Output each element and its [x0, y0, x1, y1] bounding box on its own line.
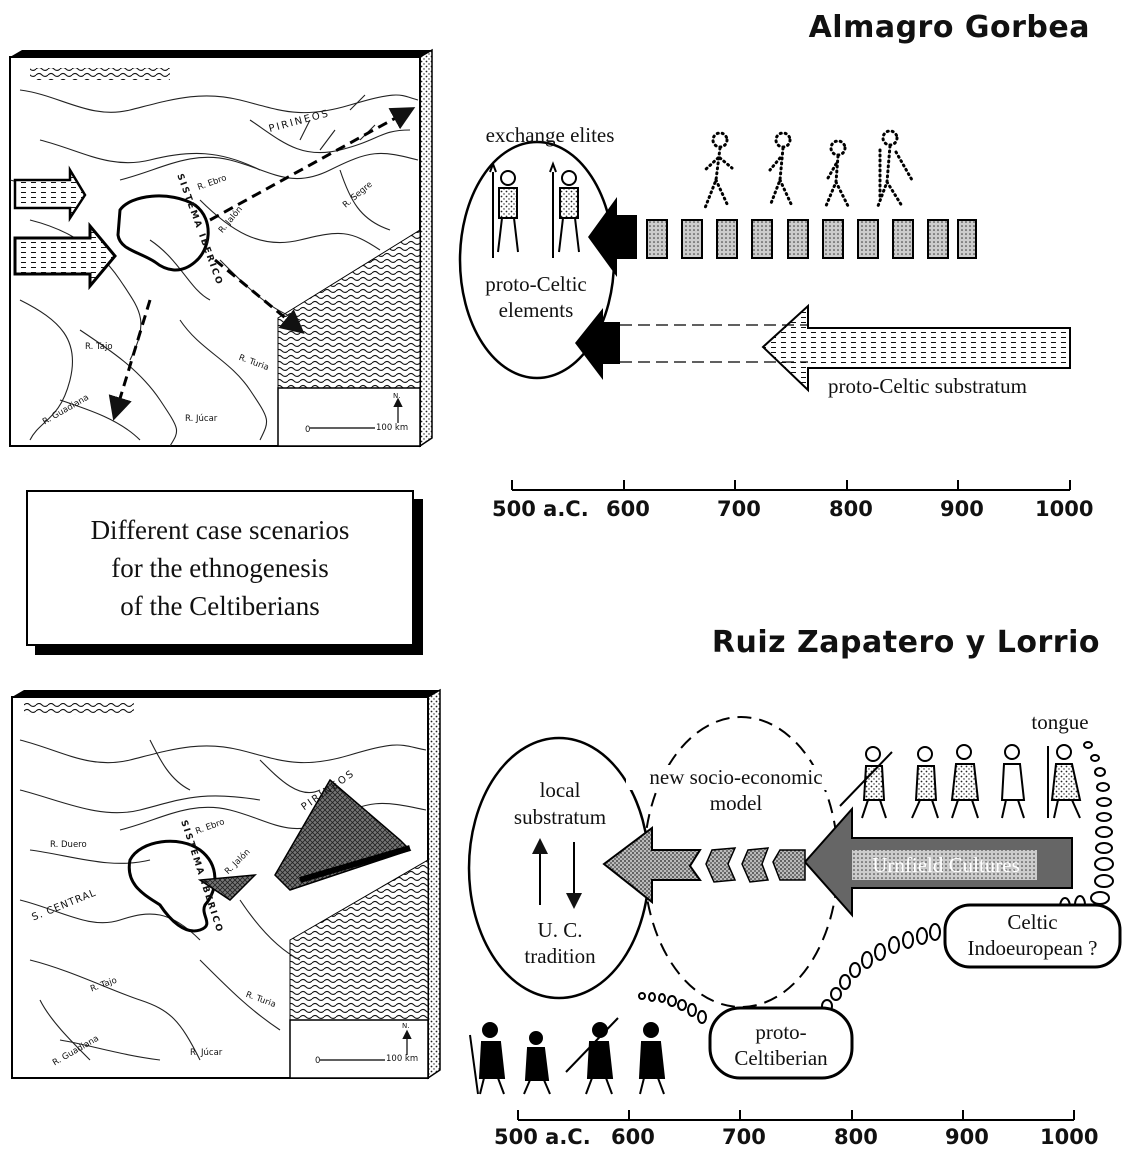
- label-uc: U. C.: [537, 918, 583, 942]
- axis-tick-label: 700: [717, 497, 761, 521]
- celtic-box: [943, 903, 1122, 969]
- label-celtiberian: Celtiberian: [734, 1046, 828, 1070]
- map-scale-zero: 0: [305, 425, 311, 435]
- map-north: N.: [393, 392, 401, 400]
- warrior-figure: [489, 161, 519, 258]
- label-proto: proto-: [755, 1020, 807, 1044]
- label-indoeuropean: Indoeuropean ?: [967, 936, 1098, 960]
- elite-arrow: [588, 197, 637, 277]
- label-model: model: [709, 791, 763, 815]
- bottom-heading: Ruiz Zapatero y Lorrio: [711, 625, 1100, 660]
- bottom-timeline: [517, 1110, 1075, 1121]
- label-substratum: substratum: [513, 805, 607, 829]
- label-proto-celtic: proto-Celtic: [485, 272, 587, 296]
- map-label-jucar: R. Júcar: [185, 414, 218, 424]
- bottom-map: [11, 688, 441, 1080]
- label-socio-economic: new socio-economic: [626, 765, 846, 790]
- top-map: [9, 48, 433, 448]
- caption-line: of the Celtiberians: [120, 591, 320, 621]
- warrior-figure: [549, 161, 580, 258]
- label-urnfield: Urnfield Cultures: [872, 853, 1020, 877]
- label-local: local: [539, 778, 581, 802]
- label-substratum: proto-Celtic substratum: [828, 374, 1027, 398]
- caption-line: for the ethnogenesis: [111, 553, 329, 583]
- axis-tick-label: 800: [829, 497, 873, 521]
- dotted-figures: [703, 129, 914, 210]
- proto-celtiberian-box: [708, 1006, 854, 1080]
- label-exchange-elites: exchange elites: [485, 123, 615, 147]
- caption-box: Different case scenarios for the ethnoge…: [26, 490, 414, 646]
- map-label-jucar: R. Júcar: [190, 1048, 223, 1058]
- bottom-map-rivers: [19, 739, 427, 1061]
- label-celtic: Celtic: [1007, 910, 1058, 934]
- top-map-rivers: [9, 89, 419, 447]
- map-scale-zero: 0: [315, 1056, 321, 1066]
- axis-tick-label: 700: [722, 1125, 766, 1149]
- axis-tick-label: 500 a.C.: [492, 497, 589, 521]
- caption-line: Different case scenarios: [90, 515, 350, 545]
- axis-tick-label: 900: [940, 497, 984, 521]
- axis-tick-label: 800: [834, 1125, 878, 1149]
- label-tongue: tongue: [1015, 710, 1105, 735]
- map-label-duero: R. Duero: [50, 840, 87, 850]
- bottom-diagram: [467, 716, 1122, 1121]
- top-heading: Almagro Gorbea: [808, 10, 1090, 45]
- substratum-arrow: [761, 303, 1071, 393]
- transition-arrow: [602, 826, 702, 905]
- axis-tick-label: 900: [945, 1125, 989, 1149]
- map-scale: 100 km: [386, 1054, 419, 1064]
- axis-tick-label: 1000: [1035, 497, 1094, 521]
- black-figures: [469, 1017, 666, 1095]
- map-north: N.: [402, 1022, 410, 1030]
- map-scale: 100 km: [376, 423, 409, 433]
- top-diagram: [458, 129, 1071, 491]
- migration-blocks: [646, 219, 977, 259]
- axis-tick-label: 500 a.C.: [494, 1125, 591, 1149]
- label-tradition: tradition: [524, 944, 596, 968]
- label-elements: elements: [498, 298, 574, 322]
- map-label-tajo: R. Tajo: [85, 342, 113, 352]
- top-timeline: [511, 480, 1071, 491]
- axis-tick-label: 600: [611, 1125, 655, 1149]
- substratum-arrow-head: [575, 308, 620, 380]
- axis-tick-label: 600: [606, 497, 650, 521]
- urnfield-figures: [839, 744, 1082, 819]
- axis-tick-label: 1000: [1040, 1125, 1099, 1149]
